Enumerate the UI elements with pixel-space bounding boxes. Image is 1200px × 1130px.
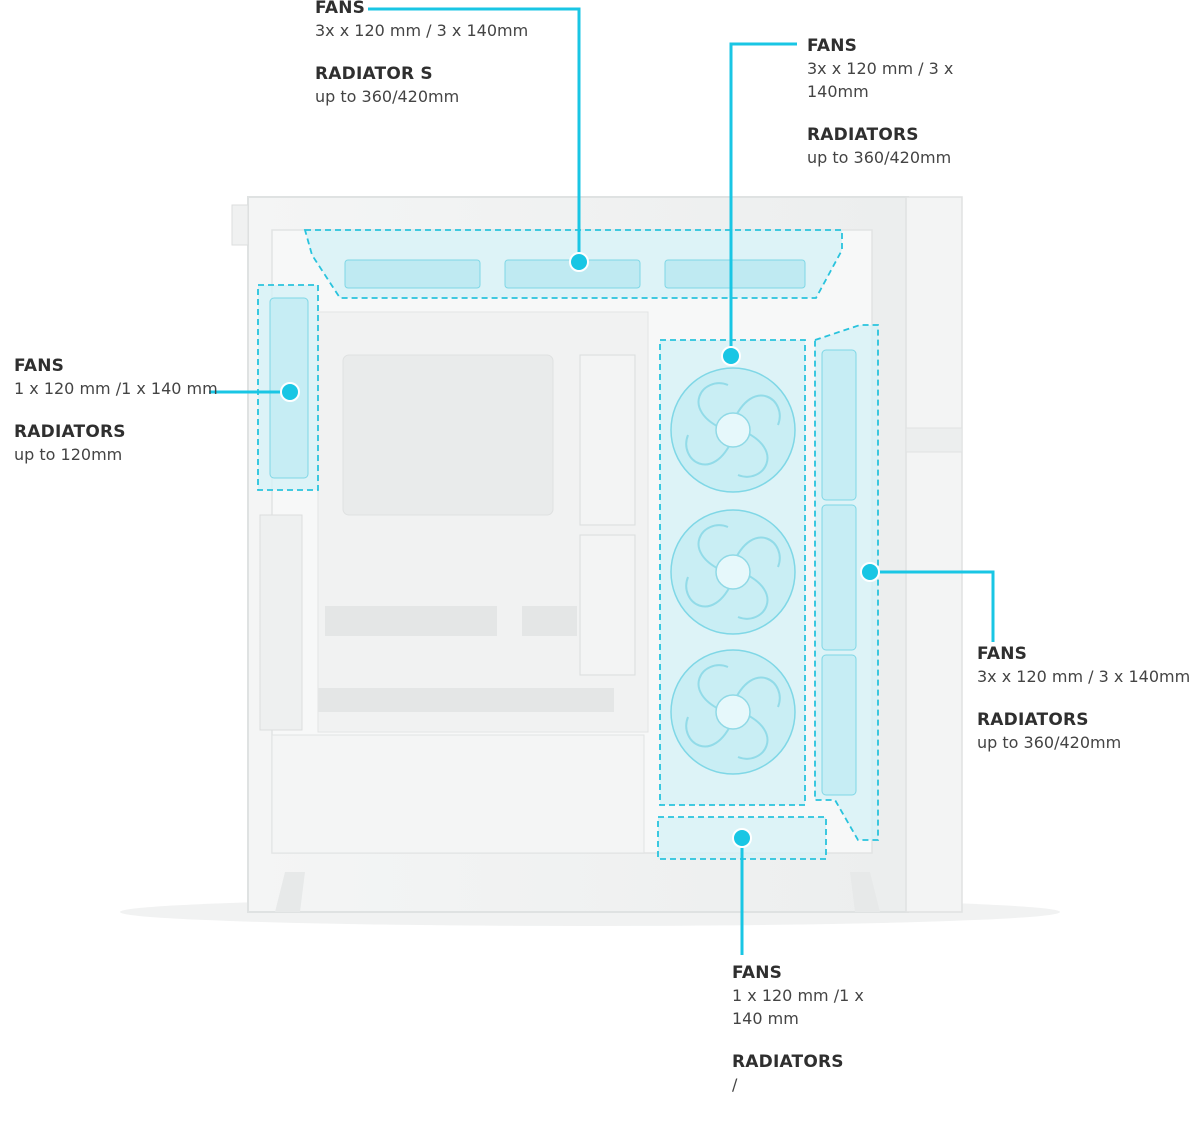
side-fans-value: 3x x 120 mm / 3 x 140mm [977, 667, 1191, 686]
dot-bottom [732, 828, 752, 848]
leader-dots [280, 252, 880, 848]
side-fans [821, 349, 857, 796]
callout-top: FANS 3x x 120 mm / 3 x 140mm RADIATOR S … [315, 0, 555, 108]
bottom-radiators-title: RADIATORS [732, 1052, 844, 1072]
center-fans-title: FANS [807, 36, 858, 56]
side-radiators-value: up to 360/420mm [977, 733, 1122, 752]
rear-fans-value: 1 x 120 mm /1 x 140 mm [14, 379, 218, 398]
top-radiators-value: up to 360/420mm [315, 87, 460, 106]
dot-center [721, 346, 741, 366]
center-radiators-value: up to 360/420mm [807, 148, 952, 167]
center-radiators-title: RADIATORS [807, 125, 919, 145]
top-fans [344, 259, 806, 289]
top-fans-title: FANS [315, 0, 366, 18]
dot-rear [280, 382, 300, 402]
side-fans-title: FANS [977, 644, 1028, 664]
rear-fans-title: FANS [14, 356, 65, 376]
leader-top [368, 7, 581, 262]
center-fans-value: 3x x 120 mm / 3 x 140mm [807, 59, 954, 101]
callout-bottom: FANS 1 x 120 mm /1 x 140 mm RADIATORS / [732, 963, 892, 1096]
top-fans-value: 3x x 120 mm / 3 x 140mm [315, 21, 529, 40]
callout-side: FANS 3x x 120 mm / 3 x 140mm RADIATORS u… [977, 644, 1197, 754]
rear-radiators-value: up to 120mm [14, 445, 123, 464]
center-fans [670, 367, 796, 775]
bottom-radiators-value: / [732, 1075, 738, 1094]
dot-top [569, 252, 589, 272]
callout-center: FANS 3x x 120 mm / 3 x 140mm RADIATORS u… [807, 36, 977, 169]
side-radiators-title: RADIATORS [977, 710, 1089, 730]
leader-side [870, 570, 995, 642]
dot-side [860, 562, 880, 582]
callout-rear: FANS 1 x 120 mm /1 x 140 mm RADIATORS up… [14, 356, 218, 466]
leader-lines [209, 7, 995, 955]
leader-center [729, 42, 797, 356]
bottom-fans-title: FANS [732, 963, 783, 983]
rear-radiators-title: RADIATORS [14, 422, 126, 442]
bottom-fans-value: 1 x 120 mm /1 x 140 mm [732, 986, 864, 1028]
top-radiators-title: RADIATOR S [315, 64, 433, 84]
